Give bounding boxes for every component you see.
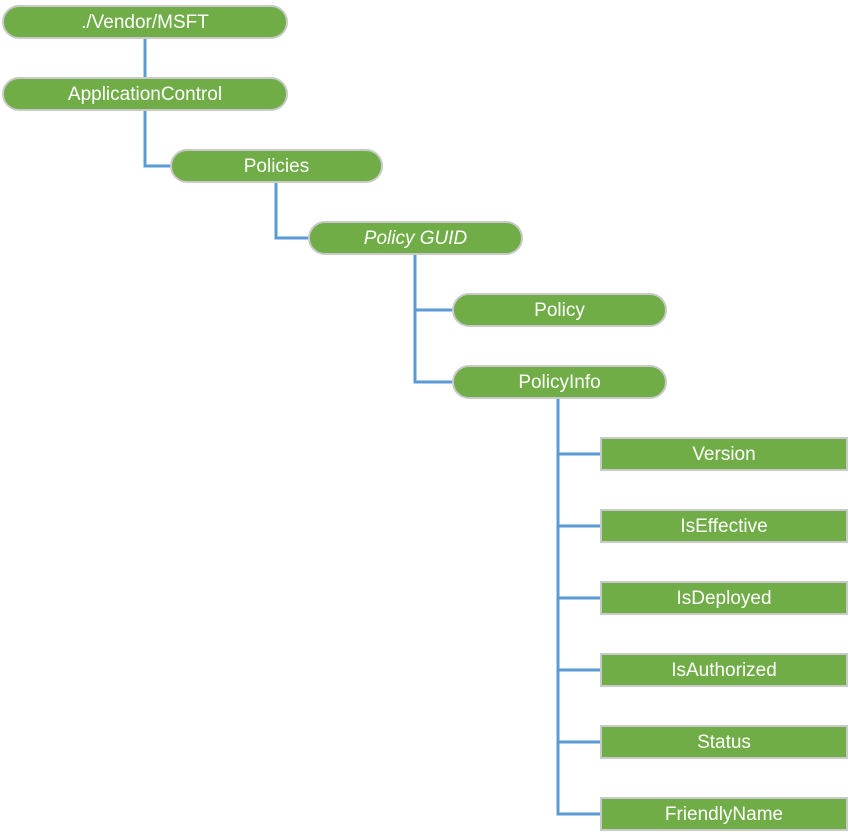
node-policy-guid: Policy GUID [308, 221, 523, 255]
connector-policyguid-to-children [413, 254, 453, 384]
node-status: Status [600, 725, 848, 759]
node-applicationcontrol: ApplicationControl [2, 77, 288, 111]
node-isdeployed: IsDeployed [600, 581, 848, 615]
node-policyinfo: PolicyInfo [452, 365, 667, 399]
node-friendlyname: FriendlyName [600, 797, 848, 831]
connector-appcontrol-to-policies [143, 110, 171, 168]
connector-policyinfo-to-children [556, 398, 601, 816]
connector-policies-to-policyguid [274, 182, 309, 240]
node-version: Version [600, 437, 848, 471]
node-policies: Policies [170, 149, 383, 183]
node-iseffective: IsEffective [600, 509, 848, 543]
node-vendor-msft: ./Vendor/MSFT [2, 5, 288, 39]
node-policy: Policy [452, 293, 667, 327]
node-isauthorized: IsAuthorized [600, 653, 848, 687]
